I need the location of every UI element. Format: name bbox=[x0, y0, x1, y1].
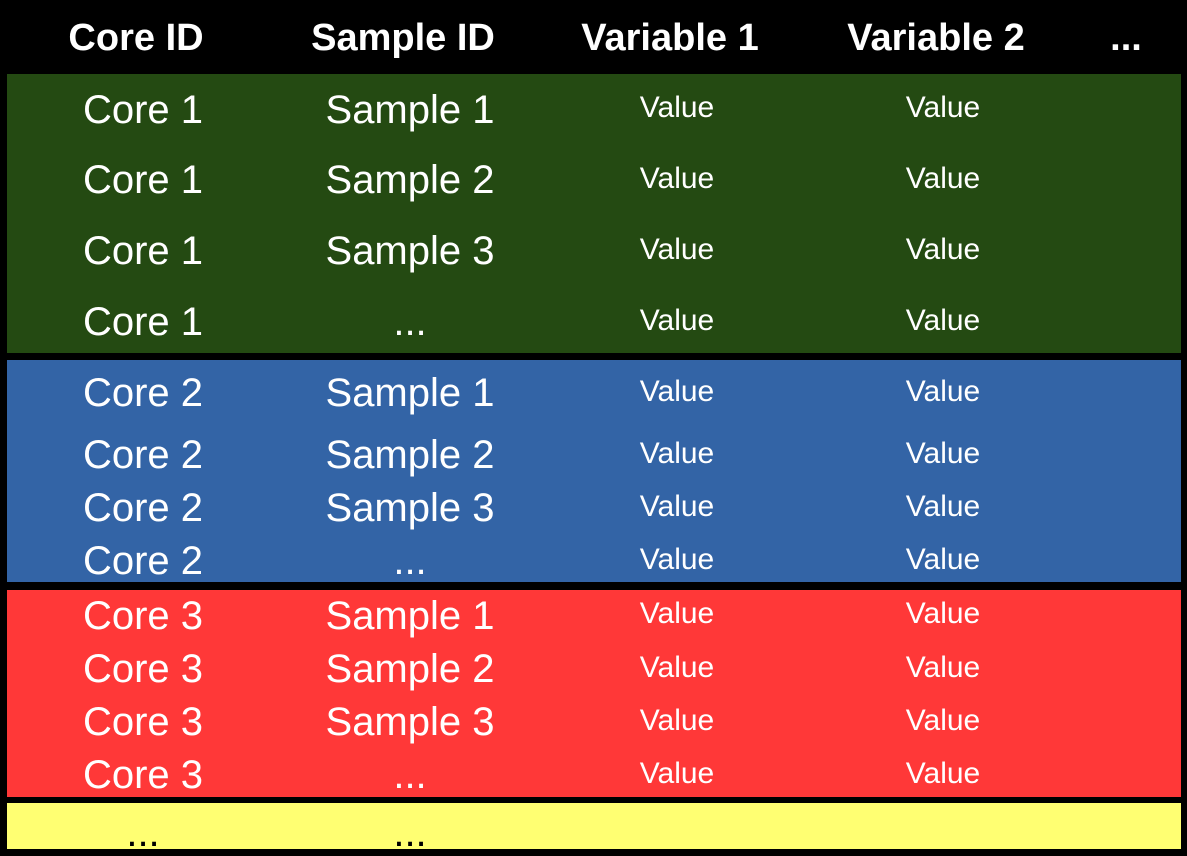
variable-2-cell: Value bbox=[905, 162, 981, 195]
variable-2-cell: Value bbox=[905, 543, 981, 576]
variable-2-cell: Value bbox=[905, 233, 981, 266]
variable-2-cell: Value bbox=[905, 704, 981, 737]
header-core-id: Core ID bbox=[68, 17, 204, 59]
core-id-cell: Core 2 bbox=[82, 371, 204, 415]
sample-id-cell: Sample 1 bbox=[325, 594, 495, 638]
sample-id-cell: Sample 1 bbox=[325, 88, 495, 132]
variable-2-cell: Value bbox=[905, 437, 981, 470]
core-id-cell: Core 2 bbox=[82, 433, 204, 477]
variable-2-cell: Value bbox=[905, 304, 981, 337]
variable-1-cell: Value bbox=[639, 91, 715, 124]
core-id-cell: ... bbox=[126, 811, 160, 855]
core-id-cell: Core 2 bbox=[82, 539, 204, 583]
sample-id-cell: Sample 3 bbox=[325, 700, 495, 744]
variable-2-cell: Value bbox=[905, 375, 981, 408]
sample-id-cell: Sample 2 bbox=[325, 647, 495, 691]
variable-2-cell: Value bbox=[905, 91, 981, 124]
variable-1-cell: Value bbox=[639, 490, 715, 523]
header-sample-id: Sample ID bbox=[311, 17, 495, 59]
sample-id-cell: Sample 3 bbox=[325, 486, 495, 530]
core-2-group: Core 2 Sample 1 Value Value Core 2 Sampl… bbox=[7, 360, 1181, 582]
sample-id-cell: Sample 3 bbox=[325, 229, 495, 273]
variable-2-cell: Value bbox=[905, 490, 981, 523]
core-id-cell: Core 1 bbox=[82, 229, 204, 273]
variable-1-cell: Value bbox=[639, 375, 715, 408]
core-id-cell: Core 1 bbox=[82, 88, 204, 132]
variable-1-cell: Value bbox=[639, 597, 715, 630]
variable-1-cell: Value bbox=[639, 304, 715, 337]
sample-id-cell: ... bbox=[393, 539, 427, 583]
more-cores-group: ... ... bbox=[7, 803, 1181, 853]
variable-1-cell: Value bbox=[639, 162, 715, 195]
variable-1-cell: Value bbox=[639, 233, 715, 266]
sample-id-cell: Sample 2 bbox=[325, 433, 495, 477]
variable-1-cell: Value bbox=[639, 757, 715, 790]
core-1-group: Core 1 Sample 1 Value Value Core 1 Sampl… bbox=[7, 74, 1181, 353]
variable-2-cell: Value bbox=[905, 757, 981, 790]
variable-1-cell: Value bbox=[639, 543, 715, 576]
core-id-cell: Core 3 bbox=[82, 594, 204, 638]
table-header: Core ID Sample ID Variable 1 Variable 2 … bbox=[0, 0, 1187, 74]
header-variable-2: Variable 2 bbox=[847, 17, 1025, 59]
header-variable-1: Variable 1 bbox=[581, 17, 759, 59]
core-id-cell: Core 1 bbox=[82, 300, 204, 344]
variable-1-cell: Value bbox=[639, 437, 715, 470]
core-id-cell: Core 2 bbox=[82, 486, 204, 530]
variable-2-cell: Value bbox=[905, 651, 981, 684]
variable-1-cell: Value bbox=[639, 651, 715, 684]
variable-1-cell: Value bbox=[639, 704, 715, 737]
sample-id-cell: Sample 2 bbox=[325, 158, 495, 202]
sample-id-cell: ... bbox=[393, 811, 427, 855]
header-more-columns: ... bbox=[1110, 17, 1142, 59]
core-3-group: Core 3 Sample 1 Value Value Core 3 Sampl… bbox=[7, 590, 1181, 797]
core-id-cell: Core 1 bbox=[82, 158, 204, 202]
variable-2-cell: Value bbox=[905, 597, 981, 630]
sample-id-cell: ... bbox=[393, 300, 427, 344]
core-id-cell: Core 3 bbox=[82, 700, 204, 744]
core-id-cell: Core 3 bbox=[82, 647, 204, 691]
sample-id-cell: ... bbox=[393, 753, 427, 797]
core-id-cell: Core 3 bbox=[82, 753, 204, 797]
sample-id-cell: Sample 1 bbox=[325, 371, 495, 415]
